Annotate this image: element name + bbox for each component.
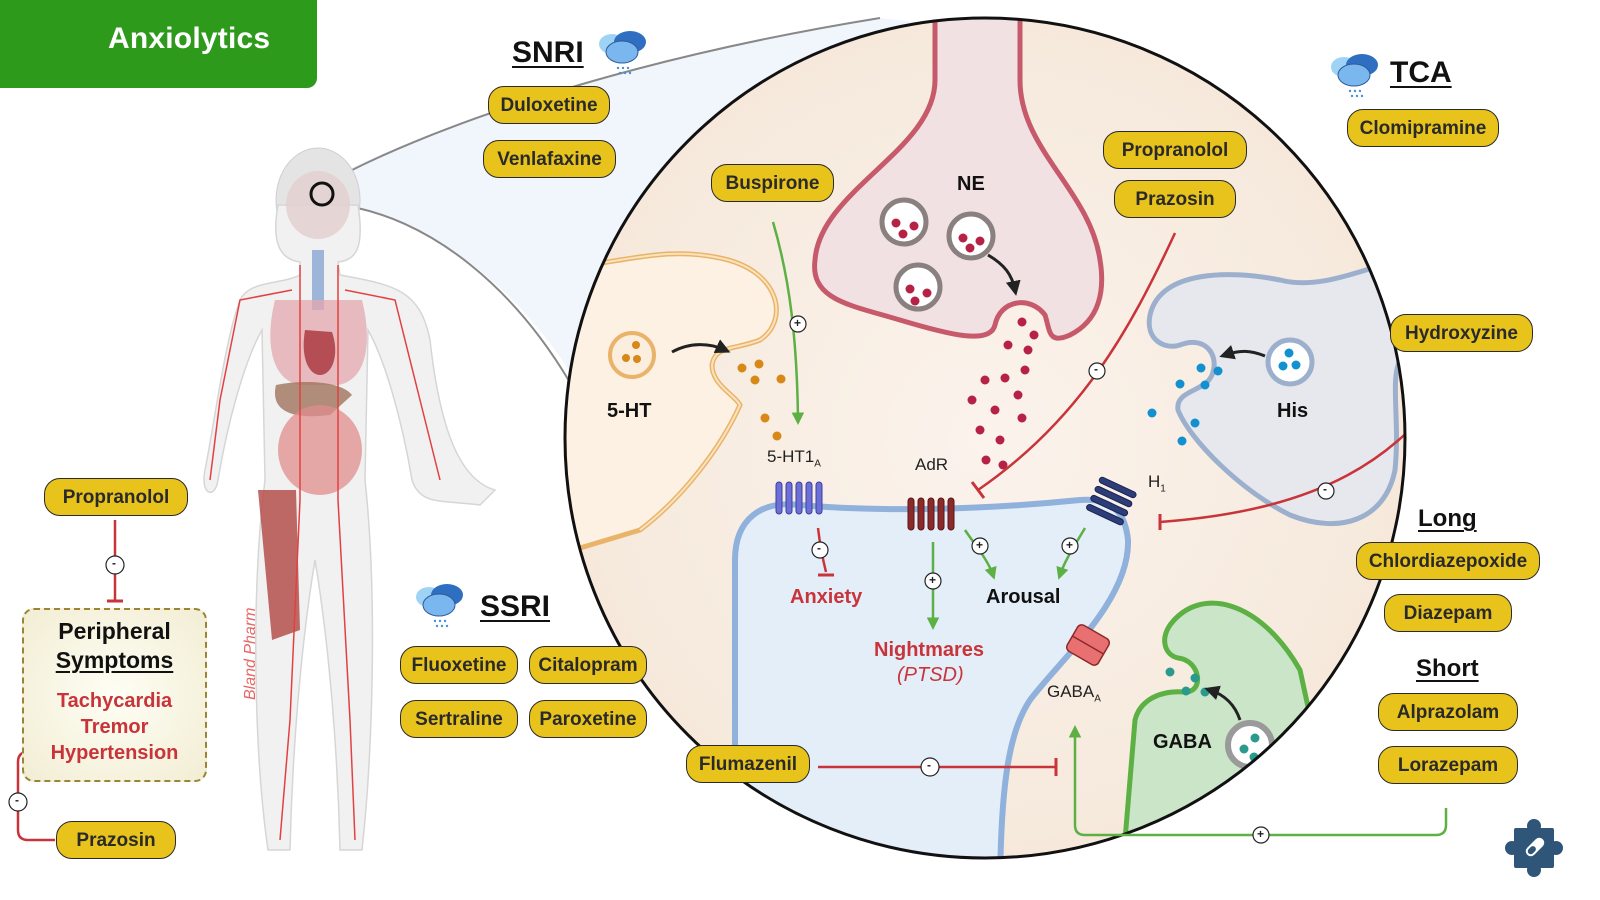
ne-release-arrow (987, 253, 1021, 296)
gabaa-receptor (1065, 624, 1111, 666)
label-histamine: His (1277, 400, 1309, 422)
h1-receptor (1086, 476, 1137, 526)
short-acting-heading: Short (1416, 655, 1479, 682)
drug-propranolol-central[interactable]: Propranolol (1103, 131, 1247, 169)
label-serotonin: 5-HT (607, 400, 652, 422)
snri-heading: SNRI (512, 36, 584, 69)
5ht1a-receptor (775, 481, 823, 515)
tca-heading: TCA (1390, 56, 1452, 89)
ssri-heading: SSRI (480, 590, 551, 623)
drug-hydroxyzine[interactable]: Hydroxyzine (1390, 314, 1533, 352)
histamine-release-arrow (1219, 345, 1266, 360)
drug-venlafaxine[interactable]: Venlafaxine (483, 140, 616, 178)
ssri-rain-cloud-icon (416, 584, 463, 628)
serotonin-release-arrow (671, 339, 731, 354)
drug-clomipramine[interactable]: Clomipramine (1347, 109, 1499, 147)
drug-paroxetine[interactable]: Paroxetine (529, 700, 647, 738)
page-title: Anxiolytics (108, 22, 271, 55)
drug-diazepam[interactable]: Diazepam (1384, 594, 1512, 632)
symptom-hypertension: Hypertension (50, 742, 179, 764)
symptom-tremor: Tremor (80, 716, 149, 738)
drug-duloxetine[interactable]: Duloxetine (488, 86, 610, 124)
effect-nightmares: Nightmares (874, 639, 985, 661)
drug-citalopram[interactable]: Citalopram (529, 646, 647, 684)
tca-rain-cloud-icon (1331, 54, 1378, 98)
snri-rain-cloud-icon (599, 31, 646, 75)
norepinephrine-neuron (812, 18, 1105, 341)
label-adrenergic-receptor: AdR (915, 455, 949, 474)
brain-zoom-marker (309, 181, 335, 207)
hydroxyzine-path (1159, 371, 1405, 524)
drug-fluoxetine[interactable]: Fluoxetine (400, 646, 518, 684)
adrenergic-receptor (907, 497, 955, 531)
sign-badges (8, 315, 1335, 844)
gaba-release-arrow (1204, 685, 1242, 721)
body-watermark: Bland Pharm (242, 607, 259, 701)
puzzle-pill-icon (1505, 819, 1563, 877)
title-banner: Anxiolytics (0, 0, 317, 88)
norepinephrine-molecules (967, 317, 1039, 470)
label-gabaa-receptor: GABAA (1047, 682, 1101, 705)
histamine-molecules (1147, 363, 1223, 446)
drug-buspirone[interactable]: Buspirone (711, 164, 834, 202)
drug-flumazenil[interactable]: Flumazenil (686, 745, 810, 783)
drug-chlordiazepoxide[interactable]: Chlordiazepoxide (1356, 542, 1540, 580)
long-acting-heading: Long (1418, 505, 1477, 532)
drug-propranolol-peripheral[interactable]: Propranolol (44, 478, 188, 516)
ne-vesicles (879, 197, 996, 312)
drug-prazosin-peripheral[interactable]: Prazosin (56, 821, 176, 859)
effect-ptsd: (PTSD) (897, 664, 964, 686)
drug-sertraline[interactable]: Sertraline (400, 700, 518, 738)
label-gaba: GABA (1153, 731, 1212, 753)
label-5ht1a-receptor: 5-HT1A (767, 447, 821, 470)
gaba-vesicle (1225, 720, 1275, 770)
label-h1-receptor: H1 (1148, 472, 1166, 495)
symptom-tachycardia: Tachycardia (56, 690, 173, 712)
peripheral-title-line1: Peripheral (58, 618, 171, 644)
human-body-figure (203, 147, 497, 851)
effect-anxiety: Anxiety (790, 586, 863, 608)
serotonin-molecules (737, 359, 786, 441)
serotonin-vesicle (608, 331, 656, 379)
zoom-line-bottom (333, 203, 581, 401)
drug-prazosin-central[interactable]: Prazosin (1114, 180, 1236, 218)
peripheral-symptoms-box: Peripheral Symptoms Tachycardia Tremor H… (22, 608, 207, 782)
buspirone-path (771, 221, 805, 425)
peripheral-title-line2: Symptoms (55, 647, 174, 673)
drug-lorazepam[interactable]: Lorazepam (1378, 746, 1518, 784)
histamine-vesicle (1265, 337, 1315, 387)
effect-arousal: Arousal (986, 586, 1061, 608)
drug-alprazolam[interactable]: Alprazolam (1378, 693, 1518, 731)
label-norepinephrine: NE (957, 173, 985, 195)
